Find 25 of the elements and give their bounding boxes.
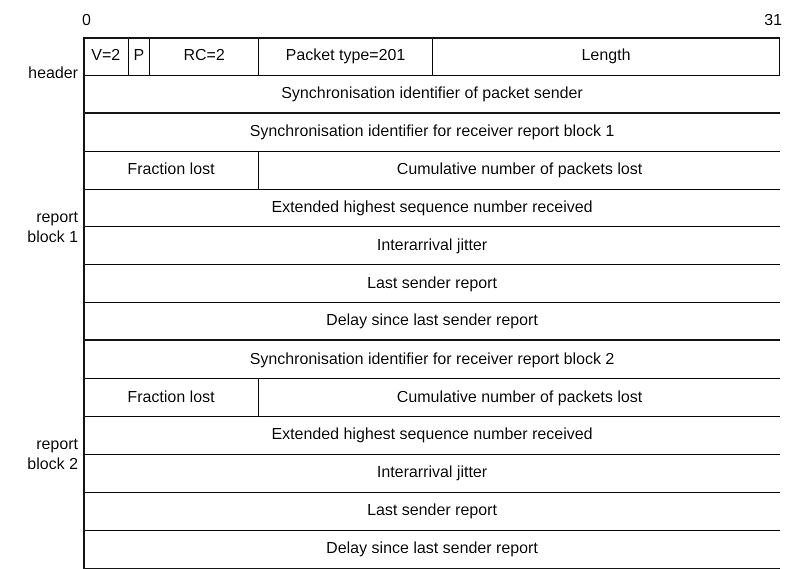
packet-field: Cumulative number of packets lost: [258, 152, 780, 190]
packet-field: Last sender report: [84, 492, 780, 531]
packet-field: V=2: [84, 38, 128, 76]
packet-field: Extended highest sequence number received: [84, 417, 780, 455]
packet-field: Interarrival jitter: [84, 454, 780, 493]
bit-number: 0: [82, 12, 91, 30]
packet-field: P: [128, 38, 150, 76]
packet-field: Cumulative number of packets lost: [258, 379, 780, 417]
packet-field: Delay since last sender report: [84, 303, 780, 342]
row-group-label: header: [27, 64, 78, 84]
packet-field: Synchronisation identifier for receiver report block 1: [84, 114, 780, 152]
packet-field: Fraction lost: [84, 152, 258, 190]
packet-field: Packet type=201: [258, 38, 432, 76]
row-group-label: report block 2: [26, 434, 78, 475]
packet-field: Interarrival jitter: [84, 228, 780, 266]
packet-field: Synchronisation identifier for receiver report block 2: [84, 341, 780, 380]
bit-number: 31: [764, 12, 782, 30]
row-group-label: report block 1: [26, 208, 78, 248]
packet-field: Length: [432, 38, 780, 76]
packet-field: RC=2: [149, 38, 258, 76]
packet-field: Fraction lost: [84, 379, 258, 417]
packet-field: Last sender report: [84, 265, 780, 304]
packet-field: Delay since last sender report: [84, 530, 780, 569]
packet-field: Extended highest sequence number received: [84, 190, 780, 228]
packet-field: Synchronisation identifier of packet sender: [84, 76, 780, 114]
